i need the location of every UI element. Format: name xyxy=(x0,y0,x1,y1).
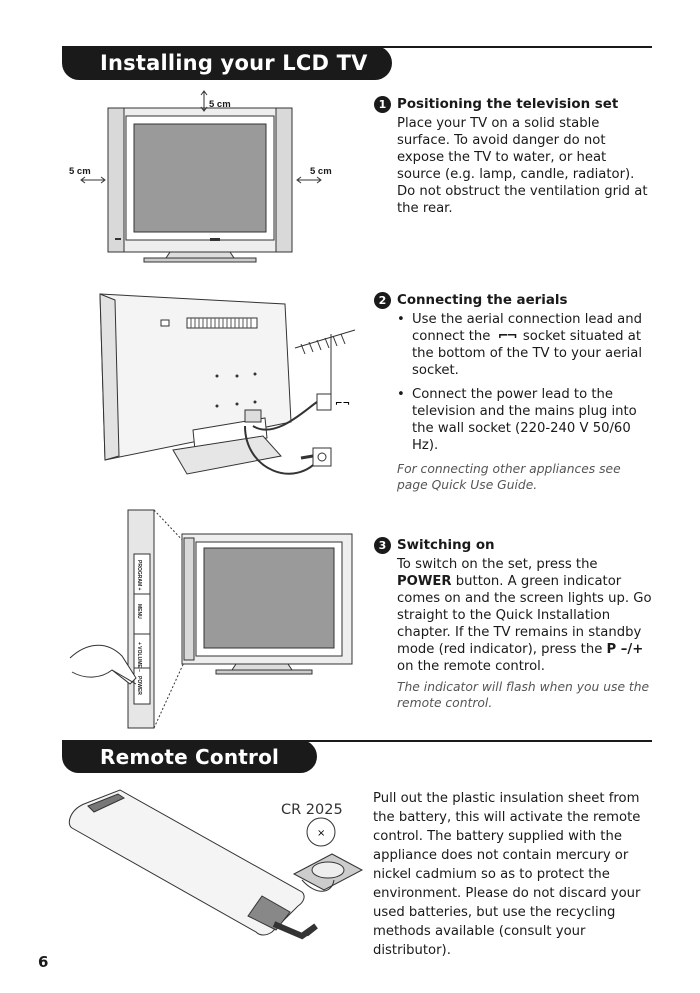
switching-on-illustration xyxy=(69,509,353,729)
step-2-note: For connecting other appliances see page… xyxy=(397,462,621,492)
aerial-socket-icon: ⌐¬ xyxy=(497,329,518,344)
step-1-number: 1 xyxy=(374,96,391,113)
step-2-title: Connecting the aerials xyxy=(397,293,568,308)
dim-left-label: 5 cm xyxy=(69,166,91,177)
power-button-name: POWER xyxy=(397,574,452,589)
step-1-title: Positioning the television set xyxy=(397,97,619,112)
section-header-install: Installing your LCD TV xyxy=(62,46,392,80)
tv-clearance-illustration xyxy=(80,90,322,263)
page-number: 6 xyxy=(38,953,49,971)
svg-text:×: × xyxy=(317,828,325,839)
panel-label-program: PROGRAM + xyxy=(136,560,142,591)
remote-body: Pull out the plastic insulation sheet fr… xyxy=(373,791,641,958)
panel-label-volume: + VOLUME – xyxy=(136,642,142,672)
panel-label-menu: MENU xyxy=(136,604,142,619)
step-2-bullet-power: Connect the power lead to the television… xyxy=(397,386,654,454)
remote-header-title: Remote Control xyxy=(100,744,280,769)
panel-label-power: POWER xyxy=(136,676,142,695)
p-key-name: P –/+ xyxy=(606,642,644,657)
step-3-body-part-2: button. A green indicator comes on and t… xyxy=(397,574,652,657)
svg-text:⌐¬: ⌐¬ xyxy=(335,399,350,409)
tv-rear-connection-illustration: ⌐¬ xyxy=(99,293,356,475)
bullet-aerial-text-start: Use the aerial connection lead and conne… xyxy=(412,312,642,344)
section-header-remote: Remote Control xyxy=(62,740,317,773)
battery-type-label: CR 2025 xyxy=(281,802,343,818)
dim-right-label: 5 cm xyxy=(310,166,332,177)
side-panel-labels: PROGRAM + MENU + VOLUME – POWER xyxy=(134,556,150,704)
install-header-title: Installing your LCD TV xyxy=(100,51,368,75)
step-3-heading: 3 Switching on xyxy=(374,537,656,554)
step-2-number: 2 xyxy=(374,292,391,309)
step-1-body: Place your TV on a solid stable surface.… xyxy=(397,116,648,216)
header-rule-remote xyxy=(62,740,652,742)
step-2-section: 2 Connecting the aerials Use the aerial … xyxy=(374,292,654,493)
step-3-note: The indicator will flash when you use th… xyxy=(397,680,650,710)
step-2-heading: 2 Connecting the aerials xyxy=(374,292,654,309)
dim-top-label: 5 cm xyxy=(209,99,231,110)
step-3-body-part-1: To switch on the set, press the xyxy=(397,557,598,572)
step-2-bullet-aerial: Use the aerial connection lead and conne… xyxy=(397,311,654,379)
step-3-number: 3 xyxy=(374,537,391,554)
bullet-aerial-text-end: socket situated at the bottom of the TV … xyxy=(412,329,643,378)
step-2-bullet-list: Use the aerial connection lead and conne… xyxy=(374,311,654,454)
remote-battery-illustration: × xyxy=(68,789,364,940)
step-3-body: To switch on the set, press the POWER bu… xyxy=(374,556,656,675)
step-3-section: 3 Switching on To switch on the set, pre… xyxy=(374,537,656,711)
step-3-body-part-3: on the remote control. xyxy=(397,659,545,674)
step-1-section: 1 Positioning the television set Place y… xyxy=(374,96,654,217)
step-1-heading: 1 Positioning the television set xyxy=(374,96,654,113)
step-3-title: Switching on xyxy=(397,538,495,553)
